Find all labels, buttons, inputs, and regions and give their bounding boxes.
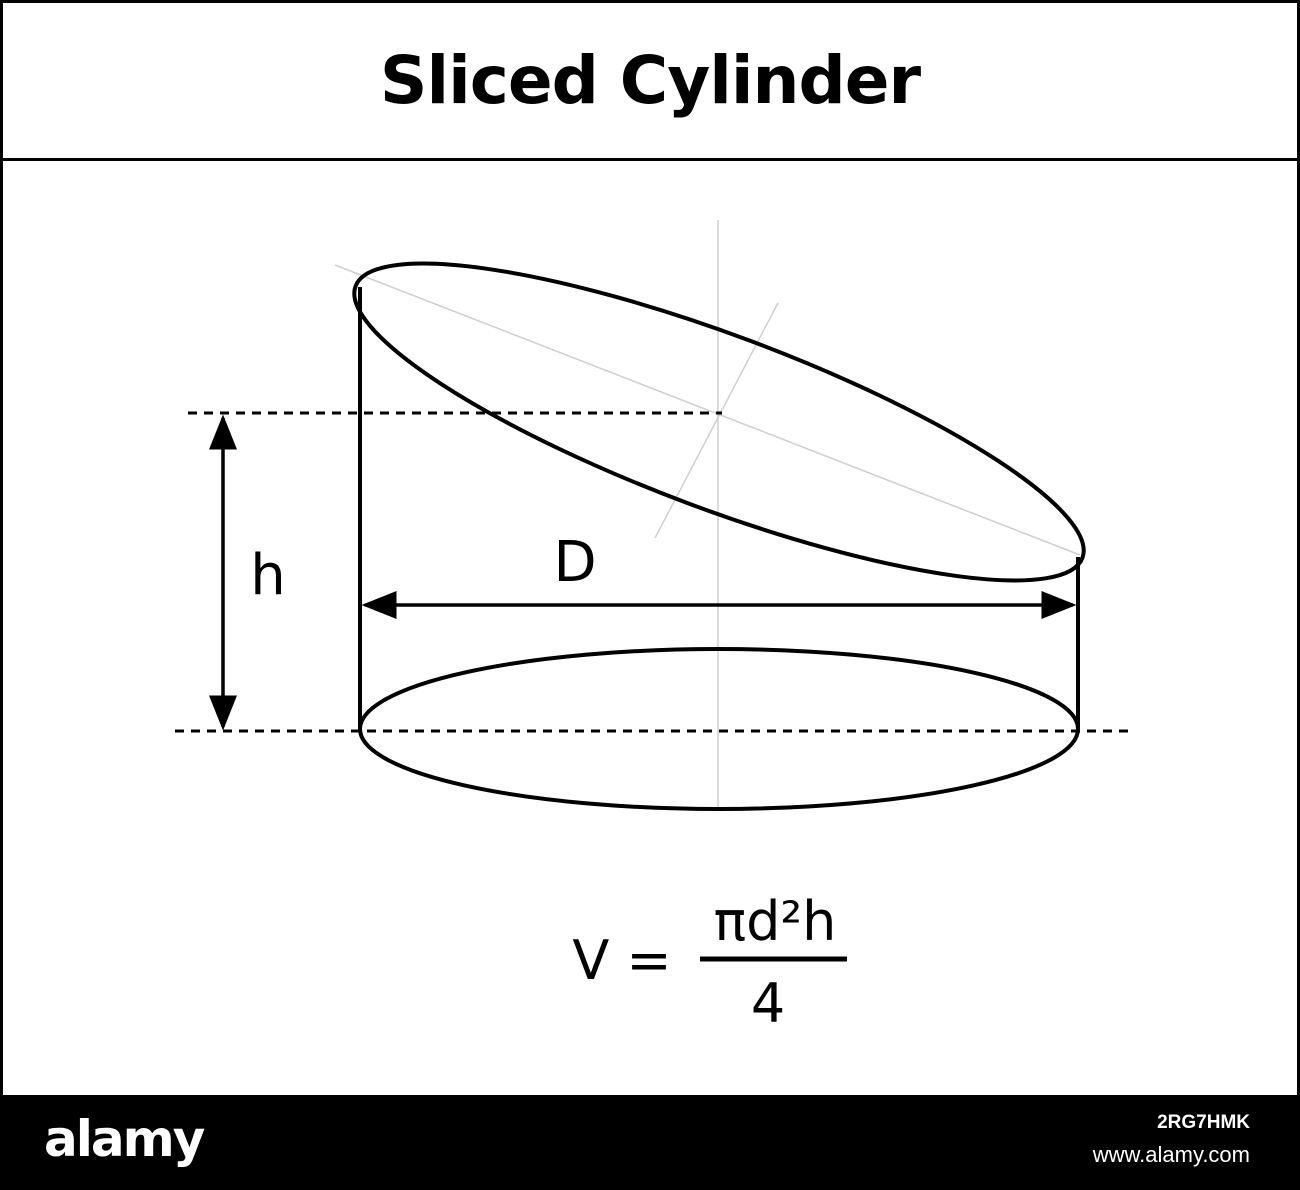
site-url: www.alamy.com [1092, 1142, 1250, 1167]
watermark-footer: alamy 2RG7HMK www.alamy.com [0, 1098, 1300, 1190]
brand-logo: alamy [44, 1110, 205, 1168]
diagram-title: Sliced Cylinder [379, 42, 921, 119]
cylinder-outline [352, 261, 1086, 811]
height-label: h [250, 543, 286, 608]
sliced-cylinder-diagram: h D V = πd²h 4 [175, 220, 1128, 1035]
construction-diagonal-line [654, 302, 779, 539]
formula-denominator: 4 [751, 972, 785, 1035]
cylinder-base-ellipse [358, 647, 1080, 811]
formula-lhs: V = [572, 929, 671, 992]
formula-numerator: πd²h [714, 890, 837, 953]
title-bar: Sliced Cylinder [3, 3, 1297, 161]
diameter-label: D [553, 530, 596, 595]
construction-axis-line [334, 264, 1081, 556]
cylinder-slice-ellipse [352, 261, 1086, 583]
image-id: 2RG7HMK [1157, 1112, 1250, 1133]
reference-lines [175, 411, 1128, 733]
volume-formula: V = πd²h 4 [572, 890, 847, 1035]
construction-lines [334, 220, 1081, 810]
